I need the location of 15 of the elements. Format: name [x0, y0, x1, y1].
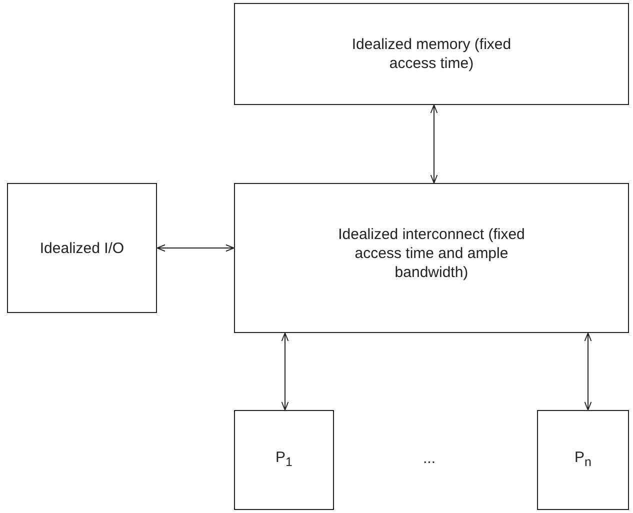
double-arrow — [281, 332, 289, 410]
memory-box — [234, 3, 629, 105]
processor-box — [537, 410, 629, 510]
io-box — [7, 183, 157, 313]
box-label: P$_{1}$ — [276, 448, 292, 471]
processor-box — [234, 410, 334, 510]
box-label: Idealized I/O — [40, 238, 124, 258]
double-arrow — [156, 244, 234, 252]
box-label: Idealized memory (fixed access time) — [350, 35, 512, 73]
interconnect-box — [234, 183, 629, 333]
double-arrow — [584, 332, 592, 410]
box-label: Idealized interconnect (fixed access time and ample bandwidth) — [337, 224, 526, 282]
double-arrow — [430, 104, 438, 184]
ellipsis-label: ... — [423, 450, 436, 467]
box-label: P$_{n}$ — [574, 448, 592, 471]
